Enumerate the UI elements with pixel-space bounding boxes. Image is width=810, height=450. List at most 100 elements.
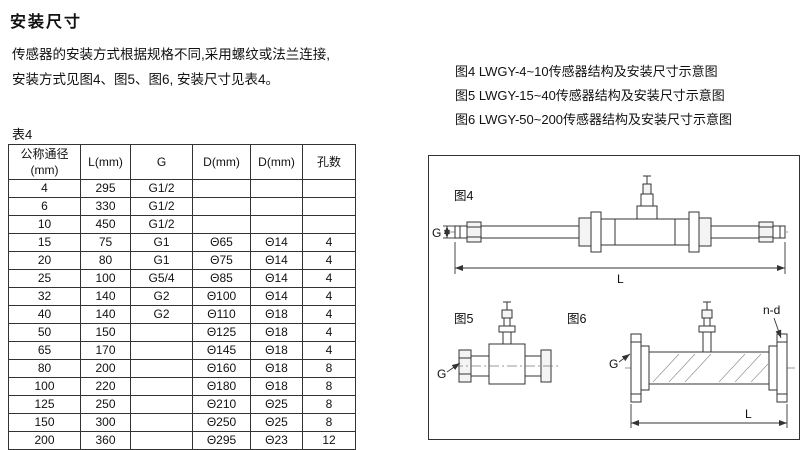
table-cell: 4	[302, 251, 356, 270]
table-cell: 150	[80, 323, 131, 342]
table-cell	[302, 197, 356, 216]
table-cell	[130, 359, 193, 378]
col-header-dn: 公称通径 (mm)	[8, 144, 81, 180]
col-header-dn-line1: 公称通径	[20, 147, 69, 161]
table-cell: 330	[80, 197, 131, 216]
fig5-drawing: 图5 G	[437, 301, 559, 385]
table-cell: 125	[8, 395, 81, 414]
table-cell: Θ18	[250, 323, 303, 342]
table-cell	[250, 179, 303, 198]
table-cell: 150	[8, 413, 81, 432]
table-cell: Θ210	[192, 395, 251, 414]
table-cell: Θ14	[250, 287, 303, 306]
table-cell: 20	[8, 251, 81, 270]
table-cell: 300	[80, 413, 131, 432]
table-cell: 4	[8, 179, 81, 198]
table-cell: 170	[80, 341, 131, 360]
table-cell: 4	[302, 305, 356, 324]
table-cell	[192, 179, 251, 198]
table-cell: Θ295	[192, 431, 251, 450]
table-cell: Θ180	[192, 377, 251, 396]
table-header-row: 公称通径 (mm) L(mm) G D(mm) D(mm) 孔数	[8, 144, 356, 180]
table-cell: Θ160	[192, 359, 251, 378]
table-cell: 220	[80, 377, 131, 396]
table-cell: Θ18	[250, 359, 303, 378]
table-cell: Θ25	[250, 395, 303, 414]
col-header-dn-line2: (mm)	[30, 163, 59, 177]
table-cell: 8	[302, 359, 356, 378]
intro-paragraph: 传感器的安装方式根据规格不同,采用螺纹或法兰连接, 安装方式见图4、图5、图6,…	[12, 42, 442, 92]
table-cell: 8	[302, 377, 356, 396]
table-cell: G5/4	[130, 269, 193, 288]
table-label: 表4	[12, 127, 33, 142]
table-cell: G2	[130, 287, 193, 306]
col-header-d1: D(mm)	[192, 144, 251, 180]
fig6-drawing: 图6 n-	[567, 301, 795, 428]
figure-captions: 图4 LWGY-4~10传感器结构及安装尺寸示意图 图5 LWGY-15~40传…	[455, 60, 732, 132]
table-cell	[192, 215, 251, 234]
figure-caption-4: 图4 LWGY-4~10传感器结构及安装尺寸示意图	[455, 64, 718, 79]
table-cell: G1/2	[130, 197, 193, 216]
table-cell: 100	[80, 269, 131, 288]
table-cell: Θ25	[250, 413, 303, 432]
fig6-label: 图6	[567, 312, 587, 326]
table-cell: 4	[302, 269, 356, 288]
fig5-label: 图5	[454, 312, 474, 326]
fig6-g-label: G	[609, 357, 618, 371]
fig5-g-label: G	[437, 367, 446, 381]
table-cell: Θ250	[192, 413, 251, 432]
table-cell: G1/2	[130, 215, 193, 234]
table-cell	[130, 323, 193, 342]
table-cell: 10	[8, 215, 81, 234]
table-cell: 100	[8, 377, 81, 396]
fig4-label: 图4	[454, 189, 474, 203]
col-header-l: L(mm)	[80, 144, 131, 180]
table-cell: 140	[80, 305, 131, 324]
table-cell	[130, 413, 193, 432]
table-cell: 4	[302, 341, 356, 360]
table-cell: Θ18	[250, 377, 303, 396]
table-cell: Θ14	[250, 251, 303, 270]
table-cell: 250	[80, 395, 131, 414]
table-cell: Θ14	[250, 269, 303, 288]
table-cell: Θ110	[192, 305, 251, 324]
fig6-nd-label: n-d	[763, 303, 780, 317]
table-cell	[302, 179, 356, 198]
table-cell	[302, 215, 356, 234]
table-cell	[250, 197, 303, 216]
table-cell: Θ18	[250, 305, 303, 324]
table-cell: 200	[80, 359, 131, 378]
table-cell: 40	[8, 305, 81, 324]
table-cell: 6	[8, 197, 81, 216]
table-cell: Θ14	[250, 233, 303, 252]
table-cell: Θ18	[250, 341, 303, 360]
fig4-drawing: 图4	[432, 175, 791, 286]
table-cell: 65	[8, 341, 81, 360]
table-cell: 200	[8, 431, 81, 450]
table-cell: 4	[302, 323, 356, 342]
table-cell: G1	[130, 251, 193, 270]
table-cell: 4	[302, 287, 356, 306]
table-cell: 12	[302, 431, 356, 450]
table-cell	[130, 395, 193, 414]
table-cell: Θ100	[192, 287, 251, 306]
table-cell	[130, 341, 193, 360]
table-cell: G2	[130, 305, 193, 324]
table-cell: G1/2	[130, 179, 193, 198]
table-cell: G1	[130, 233, 193, 252]
